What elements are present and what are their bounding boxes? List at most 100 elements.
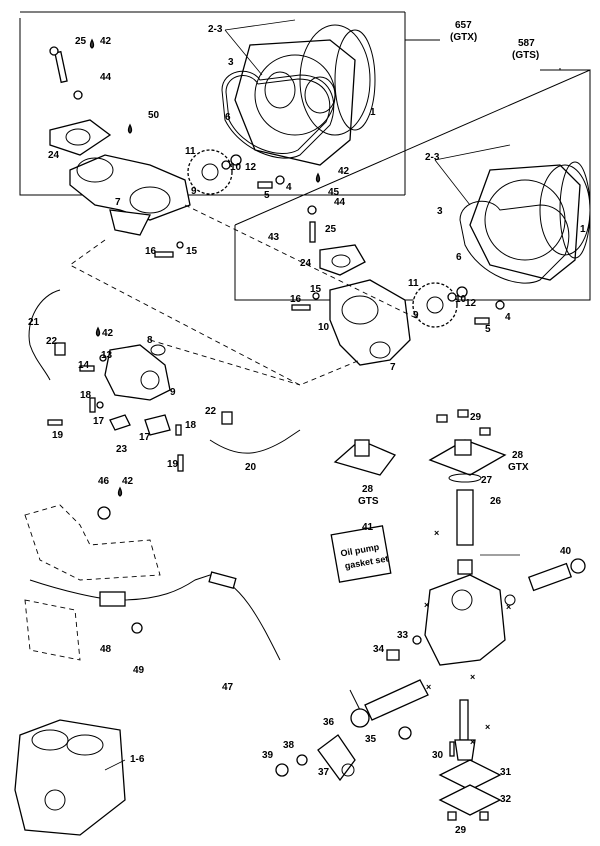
sealant-drop-42-gtx [89,38,95,49]
kit-gasket-set-41: Oil pump gasket set [330,525,392,583]
washer-4-gtx [275,175,285,185]
callout-c32: 32 [500,794,512,805]
washer-38 [296,754,308,766]
sealant-drop-50 [127,123,133,134]
callout-c48: 48 [100,644,112,655]
oil-pump-body-main [424,559,506,666]
callout-c10c: 10 [318,322,330,333]
screws-29-bottom [447,811,489,821]
gear-11-gtx [187,149,233,195]
kit-number-41: 41 [362,522,374,533]
callout-c45: 45 [328,187,340,198]
callout-c29a: 29 [470,412,482,423]
callout-c16b: 16 [290,294,302,305]
ring-33 [412,635,422,645]
cover-gts-num: 28 [362,484,374,495]
callout-labels: 25 42 44 50 24 2-3 3 6 1 11 12 10 9 4 5 … [28,24,586,836]
bolt-25-gtx [49,46,68,84]
callout-c10a: 10 [230,162,242,173]
nut-46 [97,506,111,520]
model-gtx-code: 657 [455,20,472,31]
washer-13 [99,354,107,362]
callout-c10b: 10 [455,294,467,305]
callout-c38: 38 [283,740,295,751]
bolt-5-gts [474,317,490,325]
model-gts-name: (GTS) [512,50,539,61]
pump-cover-gtx [428,439,507,483]
clamp-22a [54,342,66,356]
callout-c22a: 22 [46,336,58,347]
lever-17b [144,414,171,436]
svg-text:×: × [426,682,431,692]
gasket-plate-gts [319,244,366,276]
oil-pump-body-left [104,344,171,401]
svg-text:×: × [470,737,475,747]
cable-housing-48 [99,591,126,607]
callout-c19b: 19 [167,459,179,470]
nut-12-gtx [230,154,242,166]
callout-c16a: 16 [145,246,157,257]
callout-c11a: 11 [185,146,196,157]
screws-29-top [436,409,491,436]
callout-c18b: 18 [185,420,197,431]
nut-12-gts [456,286,468,298]
callout-c49: 49 [133,665,145,676]
screw-19b [177,454,184,472]
callout-c9a: 9 [191,186,197,197]
washer-44-gtx [73,90,83,100]
callout-c9b: 9 [413,310,419,321]
sealant-drop-42-gts [315,172,321,183]
svg-text:×: × [470,672,475,682]
callout-c3b: 3 [437,206,443,217]
washer-10-gts [447,292,457,302]
callout-c26: 26 [490,496,502,507]
callout-c7a: 7 [115,197,121,208]
nut-39 [275,763,289,777]
callout-c30: 30 [432,750,444,761]
callout-c36: 36 [323,717,335,728]
callout-c8: 8 [147,335,153,346]
callout-c12a: 12 [245,162,257,173]
callout-c42b: 42 [338,166,350,177]
shaft-26 [456,489,474,546]
bolt-5-gtx [257,181,273,189]
callout-engine-1-6: 1-6 [130,754,145,765]
callout-c42a: 42 [100,36,112,47]
callout-c4a: 4 [286,182,292,193]
callout-c25b: 25 [325,224,337,235]
callout-c17a: 17 [93,416,105,427]
callout-c40: 40 [560,546,572,557]
lever-37 [317,734,356,782]
flange-32 [438,784,502,816]
gasket-plate-gtx [49,119,112,156]
oil-hose-21 [28,289,61,381]
pin-18a [89,397,96,413]
assembly-x-markers: × × × × × × × [424,528,511,747]
callout-c1b: 1 [580,224,586,235]
callout-c34: 34 [373,644,385,655]
callout-c23b: 2-3 [425,152,440,163]
cover-gasket-gts [459,200,570,284]
callout-c44a: 44 [100,72,112,83]
screw-19a [47,419,63,426]
gasket-31 [438,759,502,791]
screw-14 [79,365,95,372]
throttle-bracket-outline [24,504,161,661]
intake-manifold-gtx [69,154,191,236]
oring-8 [150,344,166,356]
model-gts-code: 587 [518,38,535,49]
washer-15-gts [312,292,320,300]
callout-c5a: 5 [264,190,270,201]
intake-manifold-gts [329,279,411,366]
callout-c31: 31 [500,767,512,778]
rotary-valve-cover-gts [469,164,591,281]
gear-11-gts [412,282,458,328]
svg-text:×: × [434,528,439,538]
callout-c3a: 3 [228,57,234,68]
callout-c11b: 11 [408,278,419,289]
callout-c4b: 4 [505,312,511,323]
bolt-16-gtx [154,251,174,258]
callout-c19a: 19 [52,430,64,441]
pin-30 [449,741,455,757]
